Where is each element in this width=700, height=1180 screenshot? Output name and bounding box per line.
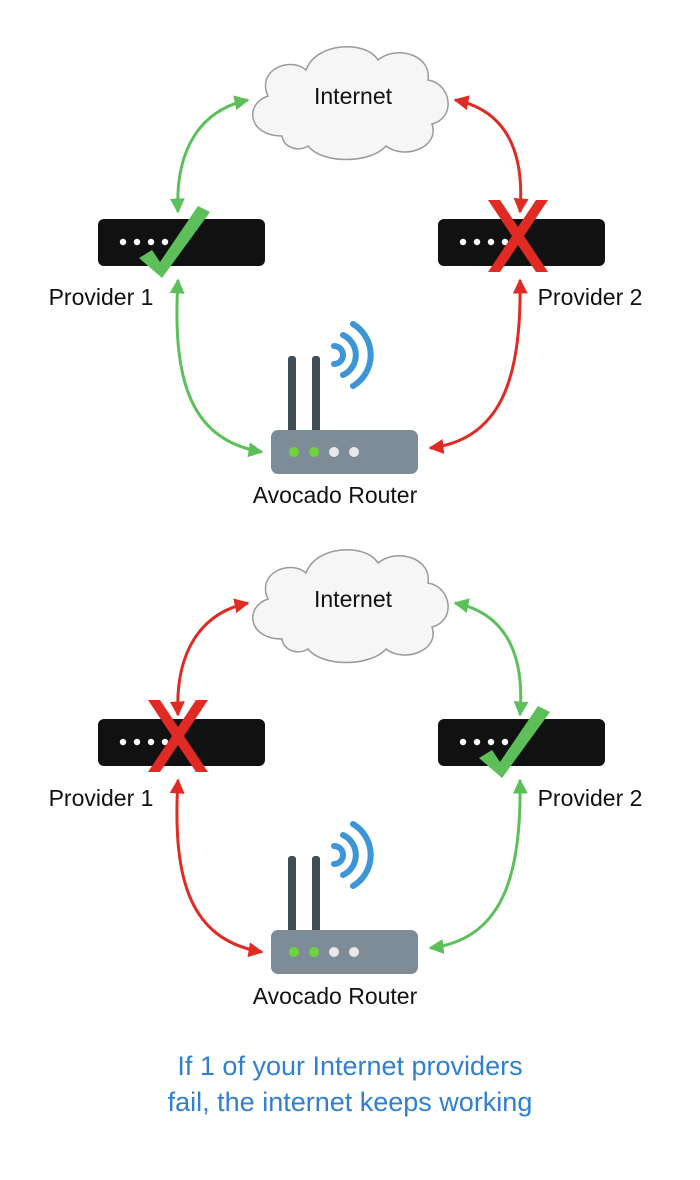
- avocado-router: [271, 321, 418, 474]
- check-icon: [479, 706, 550, 778]
- antenna-right: [312, 856, 320, 934]
- panel-1: Internet Provider 1 Provider 2: [49, 45, 643, 508]
- x-icon: [148, 700, 208, 772]
- caption-line-1: If 1 of your Internet providers: [177, 1051, 523, 1081]
- provider1-label: Provider 1: [49, 284, 154, 310]
- link-provider2-router: [428, 778, 528, 954]
- dual-provider-diagram: Internet Provider 1 Provider 2: [49, 45, 643, 1009]
- link-provider1-router: [169, 778, 264, 958]
- provider2-label: Provider 2: [538, 284, 643, 310]
- wifi-icon: [331, 321, 374, 389]
- avocado-router: [271, 821, 418, 974]
- wifi-icon: [331, 821, 374, 889]
- link-internet-provider1: [169, 95, 250, 214]
- link-provider2-router: [428, 278, 528, 454]
- check-icon: [139, 206, 210, 278]
- provider2-label: Provider 2: [538, 785, 643, 811]
- router-label: Avocado Router: [253, 482, 418, 508]
- link-internet-provider2: [453, 598, 529, 717]
- link-internet-provider1: [169, 598, 250, 717]
- provider1-label: Provider 1: [49, 785, 154, 811]
- router-label: Avocado Router: [253, 983, 418, 1009]
- cloud-icon: [252, 45, 449, 161]
- antenna-right: [312, 356, 320, 434]
- link-provider1-router: [169, 278, 264, 458]
- antenna-left: [288, 356, 296, 434]
- internet-label: Internet: [314, 586, 393, 612]
- cloud-icon: [252, 548, 449, 664]
- internet-cloud: Internet: [252, 45, 449, 161]
- caption-line-2: fail, the internet keeps working: [167, 1087, 533, 1117]
- x-icon: [488, 200, 548, 272]
- panel-2: Internet Provider 1 Provider 2: [49, 548, 643, 1009]
- antenna-left: [288, 856, 296, 934]
- internet-label: Internet: [314, 83, 393, 109]
- caption: If 1 of your Internet providers fail, th…: [0, 1048, 700, 1120]
- internet-cloud: Internet: [252, 548, 449, 664]
- link-internet-provider2: [453, 95, 529, 214]
